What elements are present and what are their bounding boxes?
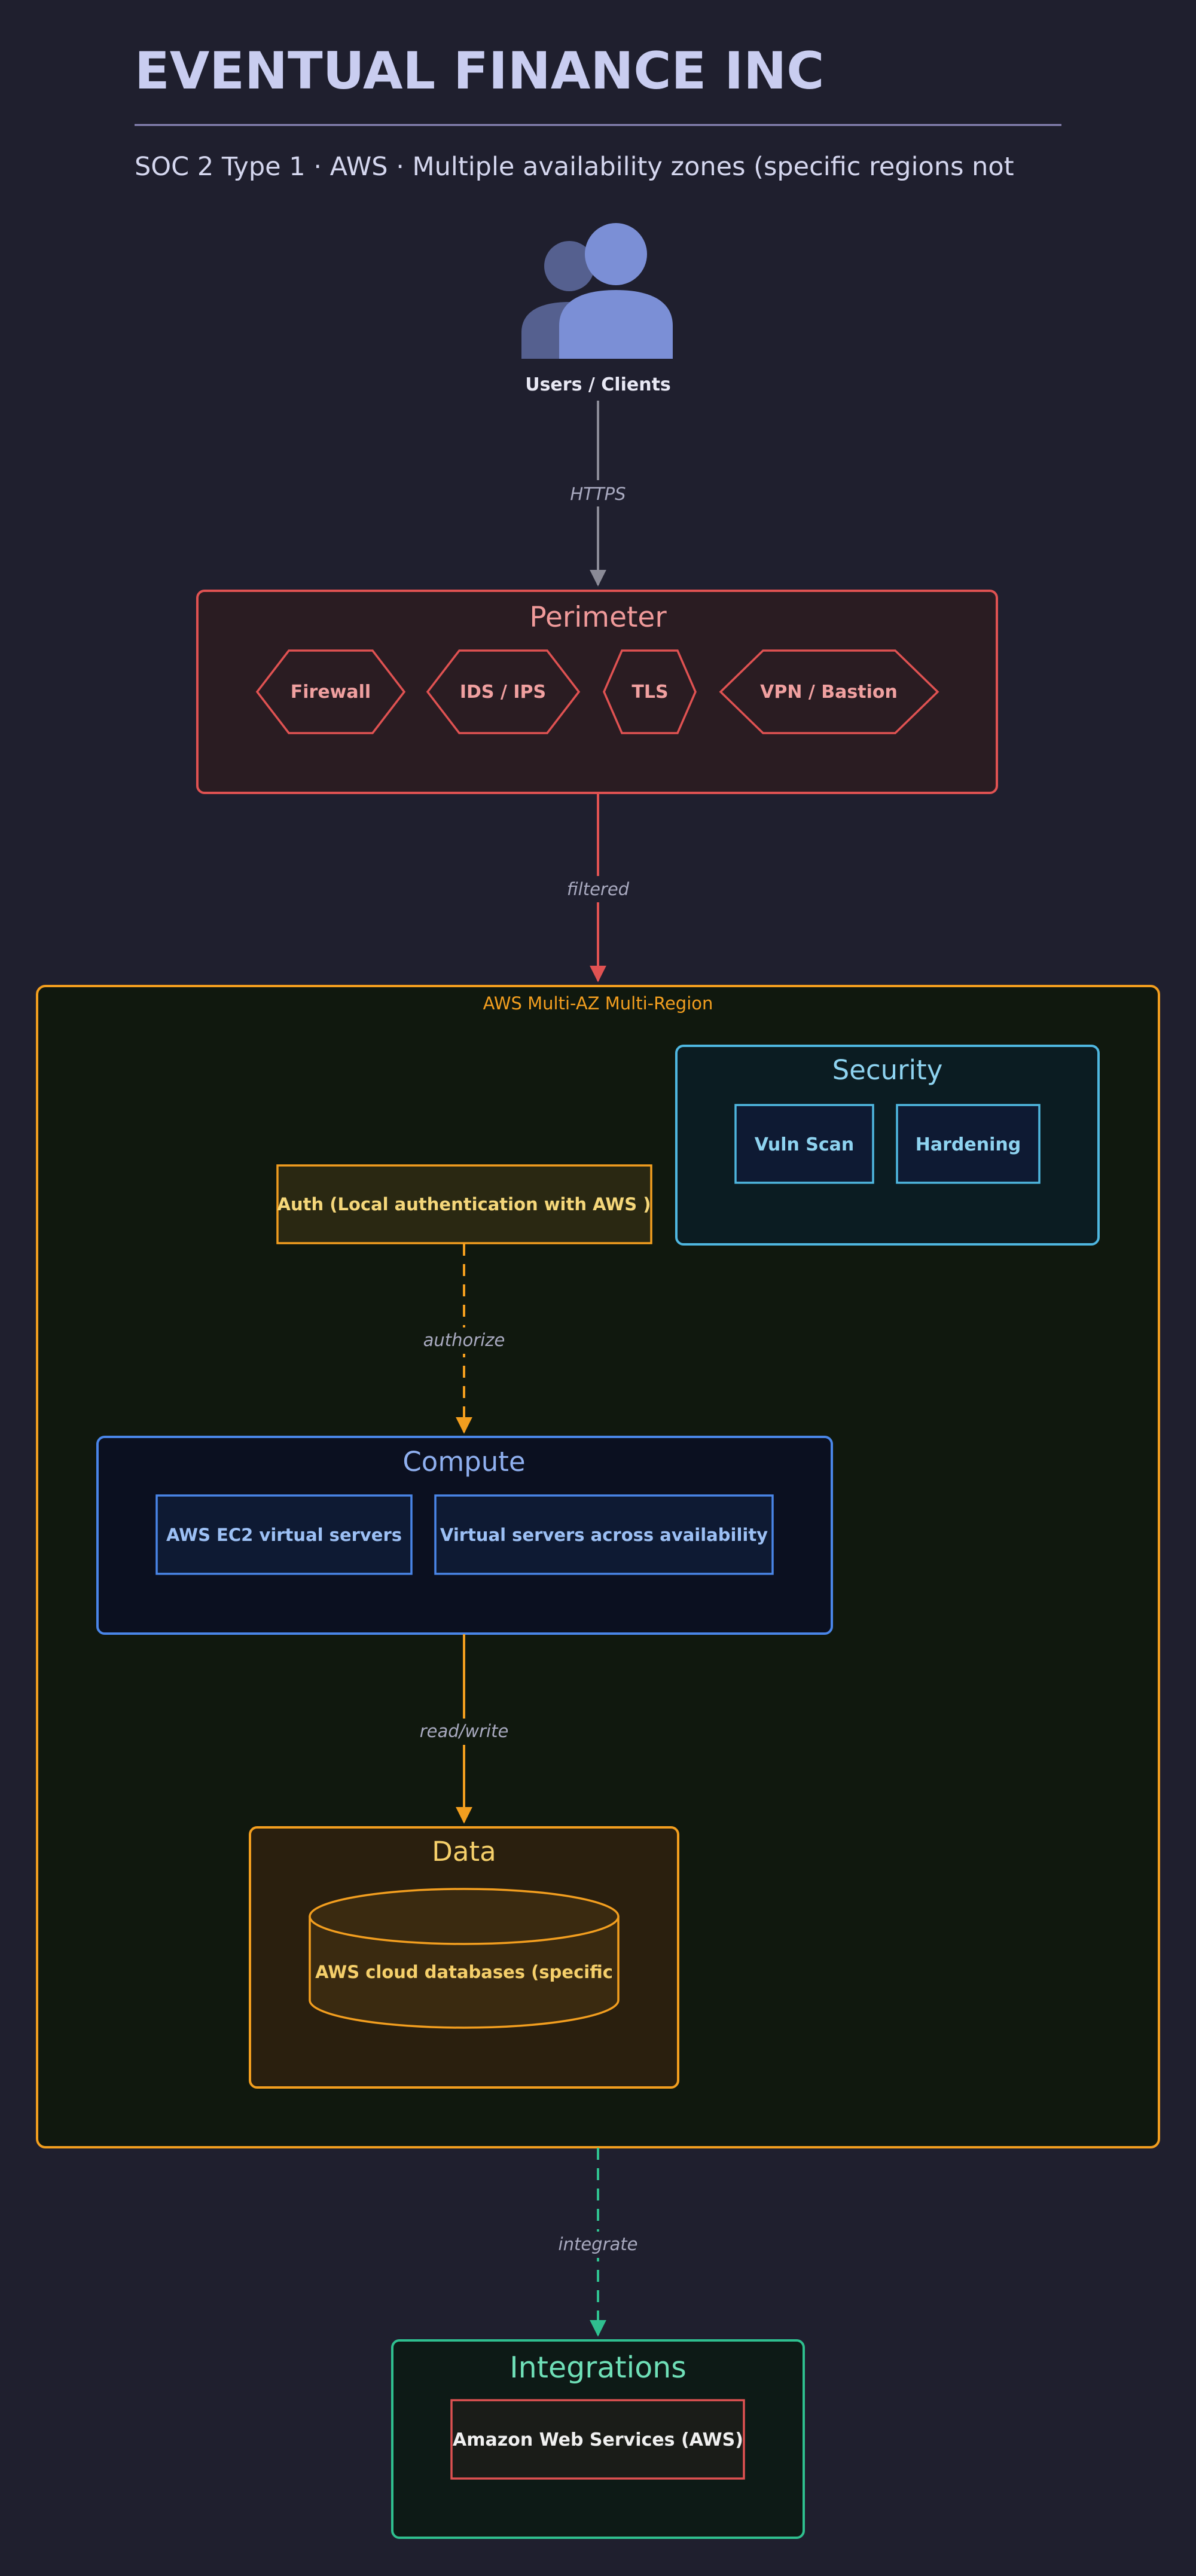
security-title: Security	[832, 1054, 943, 1086]
svg-text:Auth (Local authentication wit: Auth (Local authentication with AWS )	[277, 1194, 651, 1214]
data-group: Data AWS cloud databases (specific	[249, 1826, 679, 2089]
page-subtitle: SOC 2 Type 1 · AWS · Multiple availabili…	[135, 152, 1014, 182]
edge-label-integrate: integrate	[559, 2234, 638, 2254]
edge-label-bg	[419, 1719, 509, 1745]
svg-text:Hardening: Hardening	[916, 1134, 1021, 1155]
database-cylinder: AWS cloud databases (specific	[309, 1888, 620, 2029]
edge-label-https: HTTPS	[570, 484, 626, 504]
database-label: AWS cloud databases (specific	[315, 1962, 613, 1982]
region-label: AWS Multi-AZ Multi-Region	[483, 993, 713, 1014]
security-group: Security Vuln Scan Hardening	[675, 1045, 1100, 1246]
edge-label-filtered: filtered	[567, 879, 630, 899]
edge-label-bg	[420, 1327, 508, 1354]
perimeter-item-firewall: Firewall	[255, 649, 406, 734]
svg-text:Firewall: Firewall	[291, 682, 371, 703]
perimeter-item-vpn-bastion: VPN / Bastion	[719, 649, 939, 734]
edge-label-bg	[559, 876, 637, 902]
perimeter-group: Perimeter Firewall IDS / IPS TLS VPN / B…	[196, 590, 998, 794]
svg-text:TLS: TLS	[631, 682, 668, 703]
edge-label-bg	[565, 480, 631, 506]
edge-label-read-write: read/write	[420, 1721, 509, 1741]
edge-label-bg	[555, 2232, 641, 2258]
users-label: Users / Clients	[525, 374, 671, 395]
integrations-title: Integrations	[509, 2351, 687, 2385]
svg-text:IDS / IPS: IDS / IPS	[460, 682, 546, 703]
compute-item-virtual-servers: Virtual servers across availability	[434, 1494, 774, 1575]
auth-box: Auth (Local authentication with AWS )	[276, 1164, 652, 1244]
perimeter-item-ids-ips: IDS / IPS	[426, 649, 581, 734]
svg-text:Amazon Web Services (AWS): Amazon Web Services (AWS)	[453, 2430, 743, 2450]
data-title: Data	[432, 1836, 496, 1867]
svg-text:Vuln Scan: Vuln Scan	[755, 1134, 855, 1155]
perimeter-item-tls: TLS	[603, 649, 697, 734]
security-item-vuln-scan: Vuln Scan	[734, 1104, 874, 1184]
integrations-group: Integrations Amazon Web Services (AWS)	[391, 2339, 805, 2539]
perimeter-title: Perimeter	[529, 601, 667, 634]
page-title: EVENTUAL FINANCE INC	[135, 41, 824, 101]
compute-title: Compute	[402, 1446, 525, 1478]
integration-item-aws: Amazon Web Services (AWS)	[450, 2399, 745, 2480]
compute-group: Compute AWS EC2 virtual servers Virtual …	[96, 1436, 833, 1635]
security-item-hardening: Hardening	[896, 1104, 1041, 1184]
compute-item-ec2: AWS EC2 virtual servers	[155, 1494, 413, 1575]
svg-text:AWS EC2 virtual servers: AWS EC2 virtual servers	[166, 1525, 402, 1545]
edge-label-authorize: authorize	[423, 1330, 505, 1350]
users-icon	[521, 223, 673, 359]
svg-text:VPN / Bastion: VPN / Bastion	[760, 682, 898, 703]
svg-text:Virtual servers across availab: Virtual servers across availability	[440, 1525, 768, 1545]
